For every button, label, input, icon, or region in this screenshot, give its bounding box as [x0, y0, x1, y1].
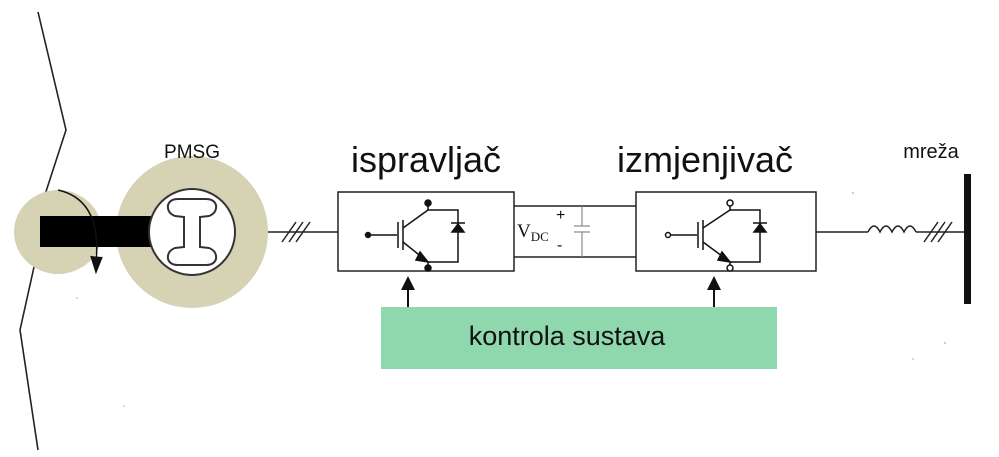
wind-turbine-blades: [19, 11, 67, 451]
dc-link: [514, 205, 636, 258]
igbt-switch-icon: [364, 199, 466, 272]
rotation-arrow-icon: [57, 189, 103, 275]
upper-blade: [37, 11, 67, 211]
background-specks: [76, 191, 947, 407]
inductor-icon: [867, 225, 917, 234]
dc-plus-label: +: [556, 207, 565, 224]
rectifier-label: ispravljač: [351, 139, 501, 180]
turbine-shaft: [40, 216, 168, 247]
rectifier-box: [337, 191, 515, 272]
inverter-label: izmjenjivač: [617, 139, 793, 180]
igbt-switch-icon: [664, 199, 768, 272]
three-phase-marker-icon: [923, 221, 953, 243]
three-phase-marker-icon: [281, 221, 311, 243]
pmsg-rotor-icon: [166, 198, 218, 266]
grid-label: mreža: [903, 141, 959, 163]
system-control-box: [381, 307, 777, 369]
inverter-control-arrow-icon: [707, 276, 721, 308]
grid-busbar: [964, 174, 971, 304]
dc-voltage-label: VDC: [517, 221, 549, 244]
rectifier-control-arrow-icon: [401, 276, 415, 308]
capacitor-icon: [574, 206, 590, 257]
dc-minus-label: -: [557, 237, 562, 254]
system-control-label: kontrola sustava: [469, 321, 667, 351]
pmsg-label: PMSG: [164, 142, 220, 163]
lower-blade: [19, 239, 41, 451]
